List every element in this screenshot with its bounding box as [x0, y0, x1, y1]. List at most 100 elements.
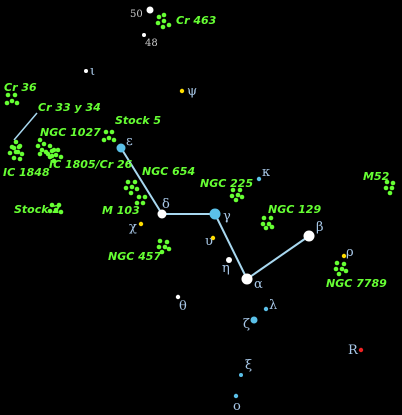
cluster-dot [58, 154, 64, 160]
star-label-gamma: γ [223, 209, 231, 224]
cluster-dot [4, 100, 10, 106]
cluster-dot [157, 238, 163, 244]
cluster-ic-1848 [7, 144, 25, 162]
cluster-dot [53, 207, 59, 213]
cluster-dot [239, 194, 245, 200]
cluster-dot [341, 261, 347, 267]
star-chi [138, 221, 144, 227]
cluster-dot [35, 143, 41, 149]
star-kappa [256, 176, 262, 182]
star-label-alpha: α [254, 277, 263, 292]
cluster-cr-463 [155, 12, 172, 30]
cluster-ngc-7789 [333, 260, 349, 277]
cluster-dot [229, 193, 235, 199]
star-zeta [250, 316, 258, 324]
cluster-label-ngc-225: NGC 225 [200, 177, 253, 190]
cluster-dot [384, 179, 390, 185]
star-r-star [358, 347, 364, 353]
cluster-dot [101, 137, 107, 143]
cluster-dot [230, 187, 236, 193]
cluster-dot [123, 185, 129, 191]
star-markers [84, 6, 364, 399]
cluster-dot [51, 158, 57, 164]
cr-33-34-leader-line [13, 112, 38, 141]
constellation-lines [13, 112, 310, 280]
cluster-dot [55, 147, 61, 153]
cluster-dot [109, 129, 115, 135]
cluster-cr-36 [4, 92, 20, 106]
cluster-m103 [134, 194, 148, 206]
star-rho [341, 253, 347, 259]
star-label-num-48: 48 [145, 38, 158, 49]
star-label-zeta: ζ [243, 317, 250, 332]
constellation-line-segment [120, 147, 163, 215]
star-label-omicron: ο [233, 399, 241, 414]
star-label-eta: η [222, 261, 230, 276]
cluster-dot [339, 266, 345, 272]
star-label-r-star: R [348, 343, 359, 358]
cluster-label-ngc-7789: NGC 7789 [326, 277, 387, 290]
star-xi [239, 373, 243, 377]
cluster-dot [260, 221, 266, 227]
star-beta [303, 230, 315, 242]
star-label-rho: ρ [346, 245, 354, 260]
cluster-label-ngc-129: NGC 129 [268, 203, 321, 216]
cluster-dot [343, 268, 349, 274]
constellation-line-segment [214, 213, 248, 280]
cluster-dot [125, 179, 131, 185]
star-label-chi: χ [129, 220, 137, 235]
constellation-line-segment [246, 235, 310, 280]
star-theta [175, 294, 181, 300]
star-label-epsilon: ε [126, 134, 133, 149]
cluster-label-m103: M 103 [102, 204, 140, 217]
star-lambda [263, 306, 269, 312]
cluster-label-stock-2: Stock 2 [14, 203, 60, 216]
cluster-dot [14, 100, 20, 106]
star-label-iota: ι [90, 64, 95, 79]
star-label-kappa: κ [262, 165, 270, 180]
cluster-dot [268, 215, 274, 221]
cluster-dot [389, 185, 395, 191]
cluster-dot [37, 137, 43, 143]
cluster-dot [7, 150, 13, 156]
cluster-dot [37, 151, 43, 157]
star-num-48 [142, 33, 146, 37]
star-label-beta: β [316, 220, 324, 235]
cluster-dot [164, 239, 170, 245]
cluster-label-ngc-1027: NGC 1027 [40, 126, 101, 139]
cluster-dot [160, 24, 166, 30]
cluster-ngc-654 [123, 179, 140, 196]
cluster-dot [19, 151, 25, 157]
cluster-dot [49, 202, 55, 208]
cluster-label-stock-5: Stock 5 [115, 114, 161, 127]
cluster-dot [162, 244, 168, 250]
cluster-dot [134, 200, 140, 206]
cluster-dot [233, 197, 239, 203]
cluster-dot [266, 221, 272, 227]
cluster-stock-2 [47, 202, 64, 215]
cluster-stock-5 [101, 129, 117, 143]
cluster-dot [166, 246, 172, 252]
cluster-dot [237, 187, 243, 193]
cluster-dot [128, 190, 134, 196]
star-num-50 [146, 6, 154, 14]
cluster-dot [159, 249, 165, 255]
cluster-dot [56, 202, 62, 208]
cluster-dot [269, 224, 275, 230]
cluster-label-ic-1805: IC 1805/Cr 26 [49, 158, 133, 171]
cluster-dot [155, 20, 161, 26]
star-psi [179, 88, 185, 94]
cluster-dot [47, 154, 53, 160]
cluster-dot [49, 148, 55, 154]
cluster-dot [13, 139, 19, 145]
cluster-ngc-129 [260, 215, 275, 231]
cluster-dot [13, 149, 19, 155]
cluster-dot [142, 194, 148, 200]
star-iota [84, 69, 88, 73]
cluster-dot [156, 14, 162, 20]
star-alpha [241, 273, 253, 285]
cluster-dot [9, 98, 15, 104]
cluster-dot [383, 185, 389, 191]
